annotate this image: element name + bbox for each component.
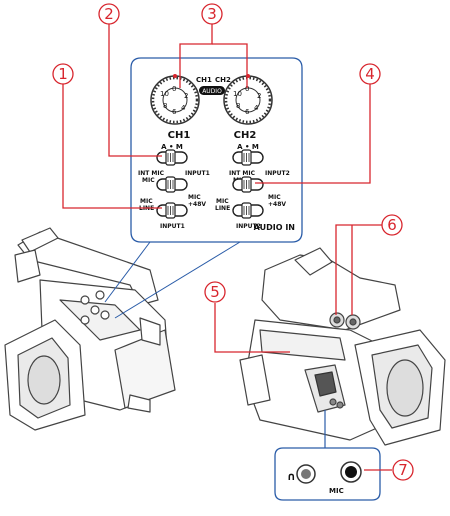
ch1-auto-manual-switch[interactable] <box>156 149 188 166</box>
ch1-mic-label: MIC <box>142 177 155 184</box>
audio-in-panel: 0 2 4 6 8 10 0 2 4 6 8 10 CH1 CH2 AUDIO … <box>104 57 303 319</box>
input2-mic48-label: MIC <box>268 194 281 201</box>
callout-5: 5 <box>204 281 226 303</box>
dial-digit: 4 <box>254 104 259 112</box>
callout-6: 6 <box>381 214 403 236</box>
ch2-intmic-label: INT MIC <box>229 170 256 177</box>
callout-4: 4 <box>359 63 381 85</box>
audio-badge <box>199 86 225 95</box>
dial-digit: 0 <box>172 85 176 93</box>
callout-5-number: 5 <box>210 283 220 301</box>
input2-line-label: LINE <box>215 205 230 212</box>
ch2-auto-manual-switch[interactable] <box>232 149 264 166</box>
ch1-level-dial[interactable]: 0 2 4 6 8 10 <box>150 74 200 125</box>
ch1-heading: CH1 <box>168 130 191 141</box>
ch2-input-label: INPUT2 <box>265 170 290 177</box>
ch1-source-switch[interactable] <box>156 176 188 193</box>
mic-jack[interactable] <box>340 461 362 483</box>
callout-2-number: 2 <box>104 5 114 23</box>
callout-leaders <box>62 24 392 471</box>
dial-digit: 4 <box>181 104 186 112</box>
callout-7: 7 <box>392 459 414 481</box>
dial-digit: 2 <box>257 92 261 100</box>
callout-3: 3 <box>201 3 223 25</box>
dial-digit: 6 <box>245 108 250 116</box>
audio-badge-text: AUDIO <box>202 88 222 95</box>
dial-digit: 2 <box>184 92 188 100</box>
camcorder-rear-view <box>239 247 446 446</box>
audio-in-title: AUDIO IN <box>254 223 295 232</box>
callout-6-number: 6 <box>387 216 397 234</box>
input1-mic-line-switch[interactable] <box>156 202 188 219</box>
headphones-jack[interactable] <box>296 464 316 484</box>
ch2-level-dial[interactable]: 0 2 4 6 8 10 <box>223 74 273 125</box>
ch1-intmic-label: INT MIC <box>138 170 165 177</box>
dial-digit: 8 <box>163 102 167 110</box>
dial-digit: 8 <box>236 102 240 110</box>
camcorder-front-view <box>4 227 176 431</box>
ch2-heading: CH2 <box>234 130 257 141</box>
callout-4-number: 4 <box>365 65 375 83</box>
input2-caption: INPUT2 <box>236 223 261 230</box>
ch1-am-label: A • M <box>161 143 183 151</box>
jacks-panel: ∩ MIC <box>274 410 381 501</box>
dial-digit: 6 <box>172 108 177 116</box>
input2-48v-label: +48V <box>268 201 286 208</box>
input2-mic-label: MIC <box>216 198 229 205</box>
ch2-source-switch[interactable] <box>232 176 264 193</box>
dial-label-ch2: CH2 <box>215 76 231 84</box>
headphones-icon: ∩ <box>287 470 296 483</box>
dial-digit: 10 <box>233 90 242 98</box>
input2-mic-line-switch[interactable] <box>232 202 264 219</box>
input1-mic-label: MIC <box>140 198 153 205</box>
callout-3-number: 3 <box>207 5 217 23</box>
dial-label-ch1: CH1 <box>196 76 212 84</box>
ch1-input-label: INPUT1 <box>185 170 210 177</box>
callout-2: 2 <box>98 3 120 25</box>
input1-mic48-label: MIC <box>188 194 201 201</box>
input1-48v-label: +48V <box>188 201 206 208</box>
callout-7-number: 7 <box>398 461 408 479</box>
dial-digit: 0 <box>245 85 249 93</box>
callout-1-number: 1 <box>58 65 68 83</box>
dial-digit: 10 <box>160 90 169 98</box>
ch2-am-label: A • M <box>237 143 259 151</box>
input1-caption: INPUT1 <box>160 223 185 230</box>
mic-jack-label: MIC <box>329 487 344 495</box>
callout-1: 1 <box>52 63 74 85</box>
